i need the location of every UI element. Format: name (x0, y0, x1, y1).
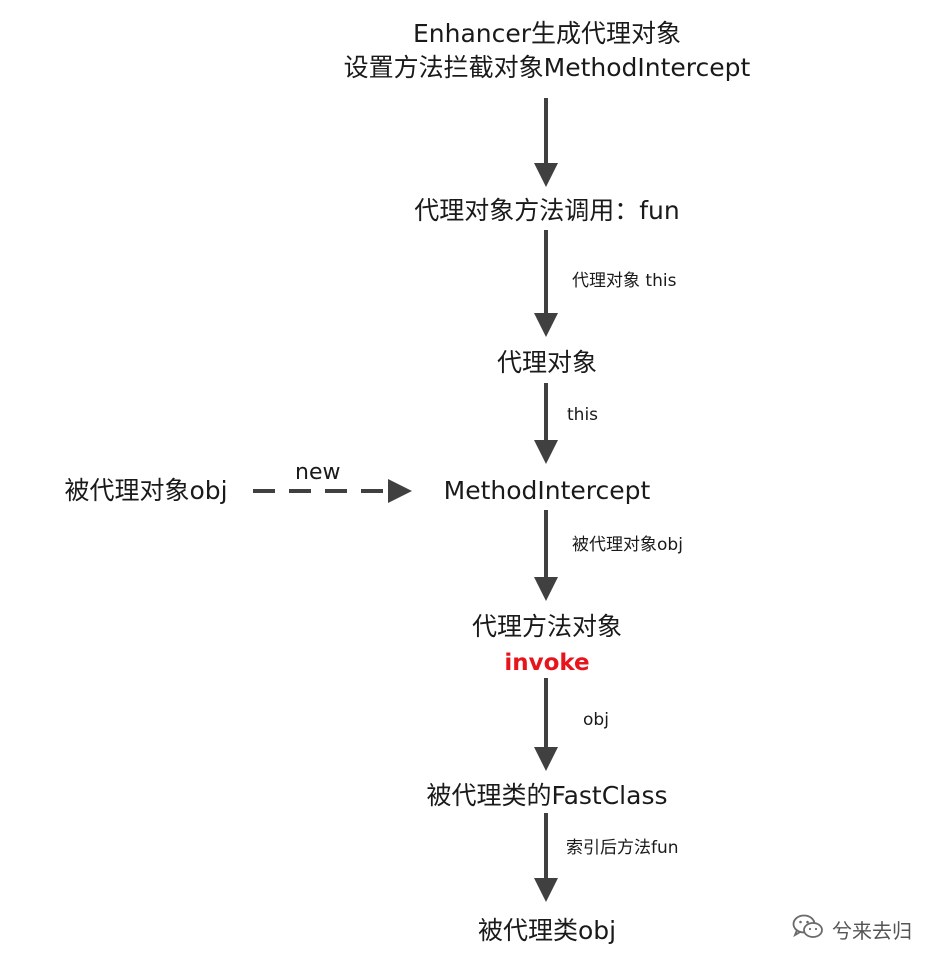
edge-label-indexed-fun: 索引后方法fun (566, 838, 679, 858)
watermark: 兮来去归 (792, 914, 912, 945)
node-method-intercept: MethodIntercept (443, 476, 651, 505)
edge-label-new: new (295, 460, 341, 485)
watermark-text: 兮来去归 (832, 919, 912, 943)
wechat-icon (792, 914, 824, 945)
node-method-proxy: 代理方法对象 (471, 612, 623, 641)
node-proxy-object: 代理对象 (496, 348, 598, 377)
node-target-obj: 被代理对象obj (64, 476, 228, 505)
invoke-label: invoke (504, 650, 590, 676)
node-enhancer-line2: 设置方法拦截对象MethodIntercept (343, 53, 751, 82)
edge-label-obj: obj (583, 710, 609, 730)
edge-label-target-obj: 被代理对象obj (572, 535, 683, 555)
node-target-class-obj: 被代理类obj (477, 916, 617, 945)
node-enhancer-line1: Enhancer生成代理对象 (412, 19, 682, 48)
node-enhancer: Enhancer生成代理对象 设置方法拦截对象MethodIntercept (344, 17, 751, 85)
node-proxy-method-call: 代理对象方法调用：fun (414, 196, 680, 225)
edge-label-this: this (567, 405, 599, 425)
node-fastclass: 被代理类的FastClass (426, 781, 668, 810)
edge-label-proxy-this: 代理对象 this (572, 271, 677, 291)
